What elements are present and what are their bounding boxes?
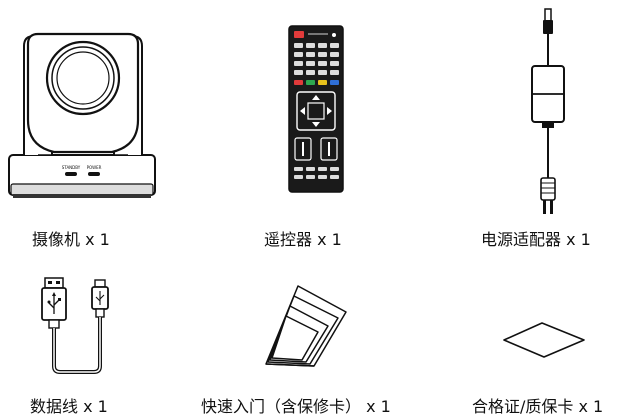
quick-start-guide-icon <box>258 282 350 368</box>
power-label: POWER <box>87 165 102 170</box>
item-camera-label: 摄像机 x 1 <box>32 230 110 249</box>
ptz-camera-icon: STANDBY POWER <box>8 24 158 199</box>
item-remote-label: 遥控器 x 1 <box>264 230 342 249</box>
item-power-adapter-label: 电源适配器 x 1 <box>481 230 591 249</box>
certificate-card-icon <box>502 322 586 358</box>
usb-cable-icon <box>38 277 120 376</box>
item-quick-start-label: 快速入门（含保修卡） x 1 <box>201 397 391 416</box>
standby-label: STANDBY <box>62 165 81 170</box>
remote-control-icon <box>288 25 344 193</box>
item-certificate-label: 合格证/质保卡 x 1 <box>472 397 604 416</box>
item-usb-cable-label: 数据线 x 1 <box>30 397 108 416</box>
power-adapter-icon <box>528 8 568 220</box>
